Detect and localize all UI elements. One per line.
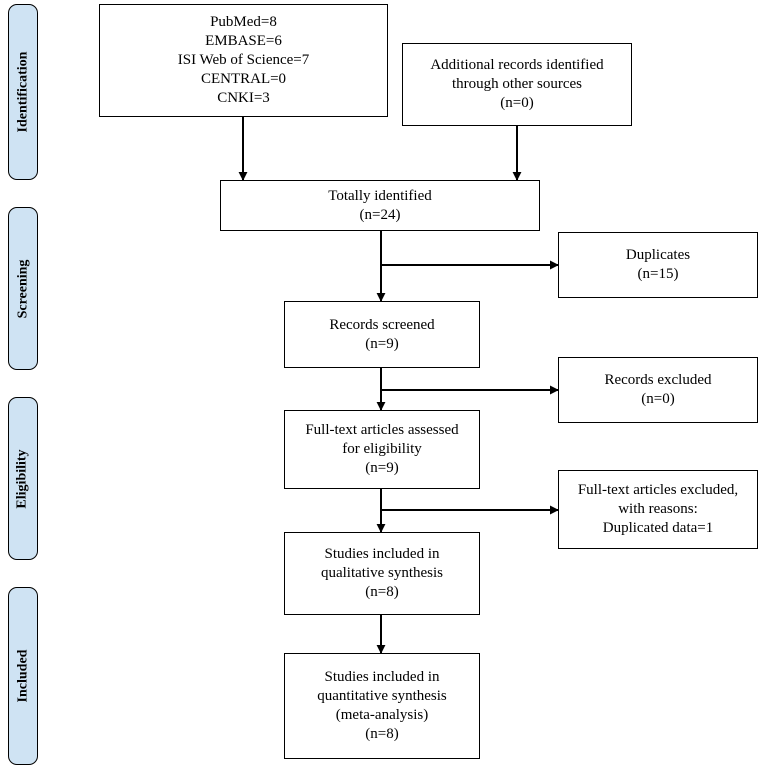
records-screened-box: Records screened (n=9)	[284, 301, 480, 368]
full-text-excluded-box: Full-text articles excluded, with reason…	[558, 470, 758, 549]
other-sources-box: Additional records identified through ot…	[402, 43, 632, 126]
phase-screening: Screening	[8, 207, 38, 370]
full-text-assessed-box: Full-text articles assessed for eligibil…	[284, 410, 480, 489]
databases-box: PubMed=8 EMBASE=6 ISI Web of Science=7 C…	[99, 4, 388, 117]
totally-identified-box: Totally identified (n=24)	[220, 180, 540, 231]
quantitative-synthesis-box: Studies included in quantitative synthes…	[284, 653, 480, 759]
phase-included: Included	[8, 587, 38, 765]
phase-eligibility: Eligibility	[8, 397, 38, 560]
duplicates-box: Duplicates (n=15)	[558, 232, 758, 298]
qualitative-synthesis-box: Studies included in qualitative synthesi…	[284, 532, 480, 615]
records-excluded-box: Records excluded (n=0)	[558, 357, 758, 423]
phase-identification: Identification	[8, 4, 38, 180]
